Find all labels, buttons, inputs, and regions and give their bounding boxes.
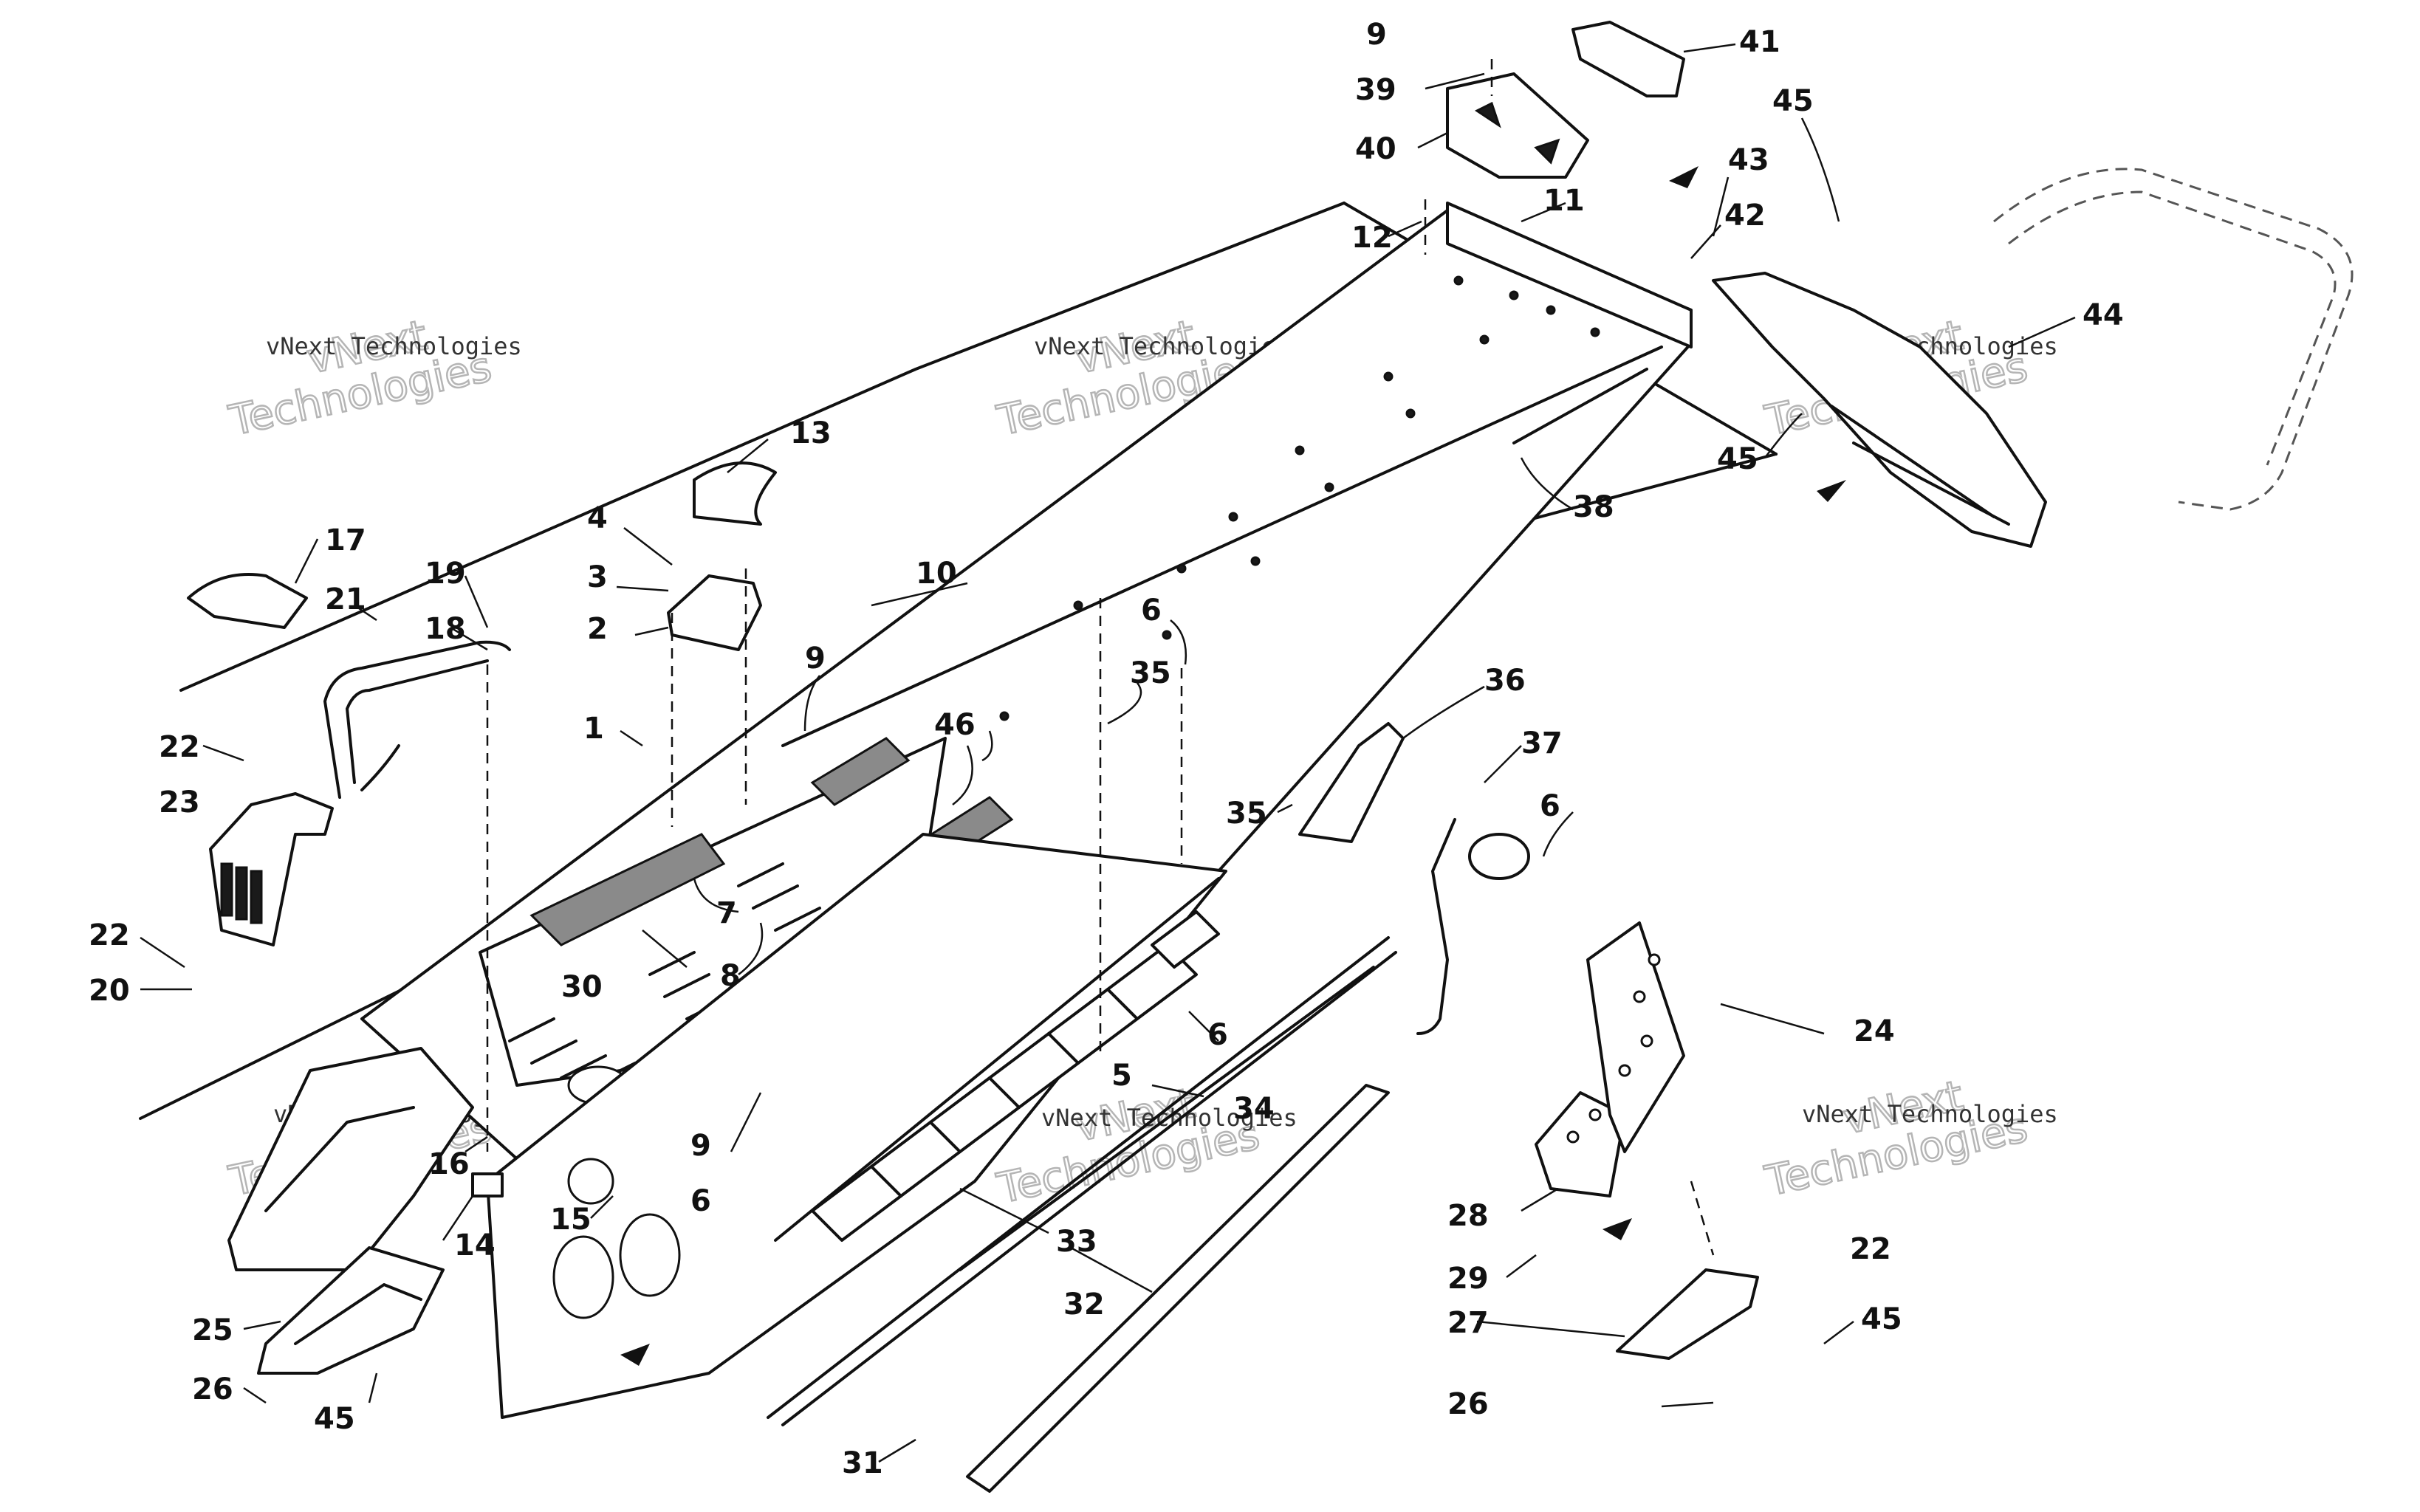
direction-arrows	[620, 166, 1846, 1366]
part-37	[1416, 818, 1530, 1035]
callout-44: 44	[2083, 298, 2124, 332]
callout-17: 17	[325, 523, 366, 557]
watermark-caption: vNext Technologies	[1802, 1100, 2058, 1128]
watermark: vNext Technologies	[224, 311, 496, 447]
callout-22-left: 22	[89, 918, 130, 952]
watermark: vNext Technologies	[1760, 1071, 2032, 1207]
leader-lines	[140, 43, 2076, 1463]
left-running-board	[486, 833, 1227, 1419]
part-23	[209, 792, 334, 946]
callout-6-lower: 6	[690, 1184, 711, 1218]
callout-9-mid: 9	[805, 642, 826, 676]
callout-27: 27	[1447, 1306, 1489, 1340]
callout-41: 41	[1739, 25, 1780, 59]
callout-6-right: 6	[1540, 789, 1560, 823]
callout-34: 34	[1233, 1092, 1275, 1126]
callout-2: 2	[587, 612, 608, 646]
callout-45-right: 45	[1861, 1302, 1902, 1336]
callout-20: 20	[89, 974, 130, 1008]
callout-labels: 1 2 3 4 5 6 6 6 6 7 8 9 9 9 10 11 12 13 …	[89, 18, 2124, 1480]
callout-45-top: 45	[1772, 84, 1814, 118]
part-41	[1571, 21, 1685, 97]
callout-6-middle: 6	[1207, 1018, 1228, 1052]
callout-28: 28	[1447, 1199, 1489, 1233]
callout-31: 31	[842, 1446, 883, 1480]
fastener-lines	[486, 59, 1715, 1256]
callout-45-mid: 45	[1717, 442, 1758, 476]
callout-1: 1	[583, 712, 604, 746]
panel-holes	[1566, 953, 1661, 1144]
callout-45-left: 45	[314, 1402, 355, 1436]
callout-36: 36	[1484, 664, 1526, 698]
rails	[767, 936, 1397, 1493]
callout-15: 15	[550, 1203, 592, 1237]
callout-13: 13	[790, 416, 832, 450]
callout-42: 42	[1724, 199, 1766, 233]
callout-11: 11	[1543, 184, 1585, 218]
left-front-structure	[227, 1047, 504, 1271]
callout-4: 4	[587, 501, 608, 535]
callout-30: 30	[561, 970, 603, 1004]
rear-bumper-outline	[1993, 168, 2354, 511]
callout-7: 7	[716, 896, 737, 930]
callout-10: 10	[916, 557, 957, 591]
callout-35-lower: 35	[1226, 797, 1267, 831]
running-board-ribs	[811, 910, 1220, 1242]
callout-46: 46	[934, 708, 976, 742]
callout-24: 24	[1854, 1014, 1895, 1048]
callout-22-right: 22	[1850, 1232, 1891, 1266]
part-25	[257, 1246, 445, 1375]
part-36	[1298, 722, 1405, 843]
floor-slots	[508, 862, 821, 1087]
callout-39: 39	[1355, 73, 1396, 107]
watermark-caption: vNext Technologies	[266, 332, 522, 360]
part-27	[1616, 1268, 1759, 1360]
part-17	[187, 573, 308, 629]
callout-19: 19	[425, 557, 466, 591]
callout-9-top: 9	[1366, 18, 1387, 52]
callout-16: 16	[428, 1147, 470, 1181]
callout-43: 43	[1728, 143, 1769, 177]
part-13	[693, 461, 777, 526]
watermark-caption: vNext Technologies	[1034, 332, 1290, 360]
callout-3: 3	[587, 560, 608, 594]
part-28	[1535, 921, 1685, 1197]
callout-25: 25	[192, 1313, 233, 1347]
part-39	[1446, 72, 1589, 179]
rear-flap-44	[1712, 272, 2047, 548]
callout-26-left: 26	[192, 1372, 233, 1406]
part-18	[323, 640, 511, 799]
callout-8: 8	[720, 959, 741, 993]
callout-26-right: 26	[1447, 1387, 1489, 1421]
callout-23: 23	[159, 786, 200, 819]
callout-9-lower: 9	[690, 1129, 711, 1163]
callout-35-upper: 35	[1130, 656, 1171, 690]
callout-18: 18	[425, 612, 466, 646]
callout-40: 40	[1355, 132, 1396, 166]
callout-5: 5	[1111, 1059, 1132, 1093]
callout-14: 14	[454, 1228, 496, 1262]
callout-22-upper: 22	[159, 730, 200, 764]
callout-29: 29	[1447, 1262, 1489, 1296]
tunnel-holes	[911, 275, 1600, 773]
callout-38: 38	[1573, 490, 1614, 524]
callout-12: 12	[1351, 221, 1393, 255]
callout-6-upper: 6	[1141, 594, 1162, 628]
callout-33: 33	[1056, 1225, 1097, 1259]
callout-21: 21	[325, 583, 366, 616]
callout-32: 32	[1063, 1288, 1105, 1322]
callout-37: 37	[1521, 726, 1563, 760]
